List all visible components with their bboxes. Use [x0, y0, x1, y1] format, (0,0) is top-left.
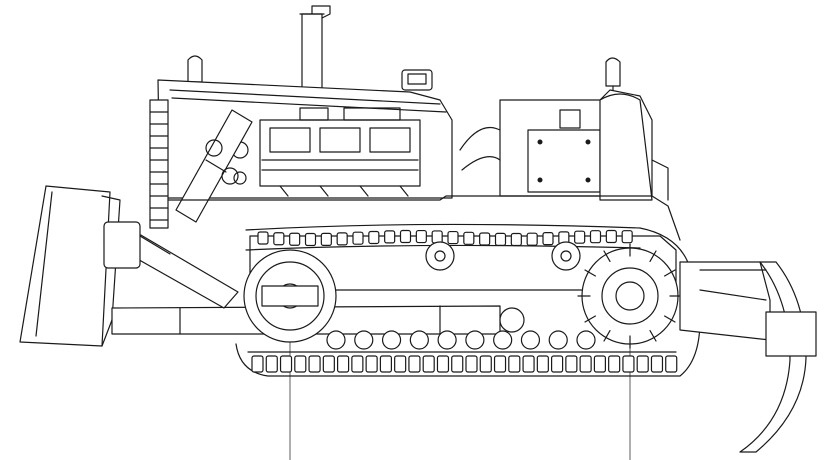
carrier-roller-1	[426, 242, 454, 270]
track-link	[509, 356, 520, 372]
lift-cylinder	[176, 110, 252, 222]
track-link	[266, 356, 277, 372]
track-link	[537, 356, 548, 372]
track-link	[523, 356, 534, 372]
track-link	[609, 356, 620, 372]
deck-line	[168, 196, 680, 240]
front-idler	[244, 250, 336, 342]
track-link	[637, 356, 648, 372]
track-link	[401, 231, 411, 243]
track-link	[466, 356, 477, 372]
track-link	[480, 233, 490, 245]
exhaust-stack	[300, 6, 330, 96]
track-link	[309, 356, 320, 372]
track-link	[496, 233, 506, 245]
track-link	[274, 233, 284, 245]
track-link	[452, 356, 463, 372]
track-link	[281, 356, 292, 372]
track-link	[622, 231, 632, 243]
road-wheel	[383, 331, 401, 349]
track-link	[432, 231, 442, 243]
track-link	[527, 233, 537, 245]
rear-housing	[600, 94, 668, 200]
road-wheel	[438, 331, 456, 349]
track-link	[323, 356, 334, 372]
track-link	[623, 356, 634, 372]
track-upper-run	[246, 224, 690, 268]
track-link	[511, 233, 521, 245]
track-link	[385, 231, 395, 243]
track-link	[651, 356, 662, 372]
track-link	[666, 356, 677, 372]
track-link	[337, 233, 347, 245]
track-link	[480, 356, 491, 372]
track-link	[380, 356, 391, 372]
road-wheel	[466, 331, 484, 349]
track-link	[594, 356, 605, 372]
track-lower-run	[236, 320, 700, 376]
track-link	[552, 356, 563, 372]
track-link	[352, 356, 363, 372]
road-wheel	[327, 331, 345, 349]
track-link	[591, 231, 601, 243]
track-link	[295, 356, 306, 372]
track-link	[575, 231, 585, 243]
track-link	[338, 356, 349, 372]
engine-block	[232, 108, 420, 196]
track-link	[464, 232, 474, 244]
road-wheels	[327, 331, 595, 349]
radiator-grille	[150, 100, 168, 228]
track-link	[580, 356, 591, 372]
track-link	[423, 356, 434, 372]
track-link	[252, 356, 263, 372]
road-wheel	[549, 331, 567, 349]
road-wheel	[577, 331, 595, 349]
track-link	[416, 231, 426, 243]
track-link	[369, 231, 379, 243]
road-wheel	[521, 331, 539, 349]
road-wheel	[355, 331, 373, 349]
tilt-cylinder	[104, 222, 238, 308]
ripper	[680, 262, 816, 452]
air-intake	[402, 70, 432, 90]
road-wheel	[494, 331, 512, 349]
track-link	[321, 233, 331, 245]
track-link	[448, 232, 458, 244]
drive-sprocket	[578, 244, 682, 348]
track-link	[437, 356, 448, 372]
track-link	[290, 233, 300, 245]
track-link	[395, 356, 406, 372]
track-link	[258, 232, 268, 244]
track-link	[543, 233, 553, 245]
track-link	[306, 233, 316, 245]
track-link	[366, 356, 377, 372]
track-link	[353, 232, 363, 244]
track-link	[606, 231, 616, 243]
road-wheel	[410, 331, 428, 349]
track-link	[409, 356, 420, 372]
track-link	[566, 356, 577, 372]
carrier-roller-2	[552, 242, 580, 270]
track-link	[495, 356, 506, 372]
